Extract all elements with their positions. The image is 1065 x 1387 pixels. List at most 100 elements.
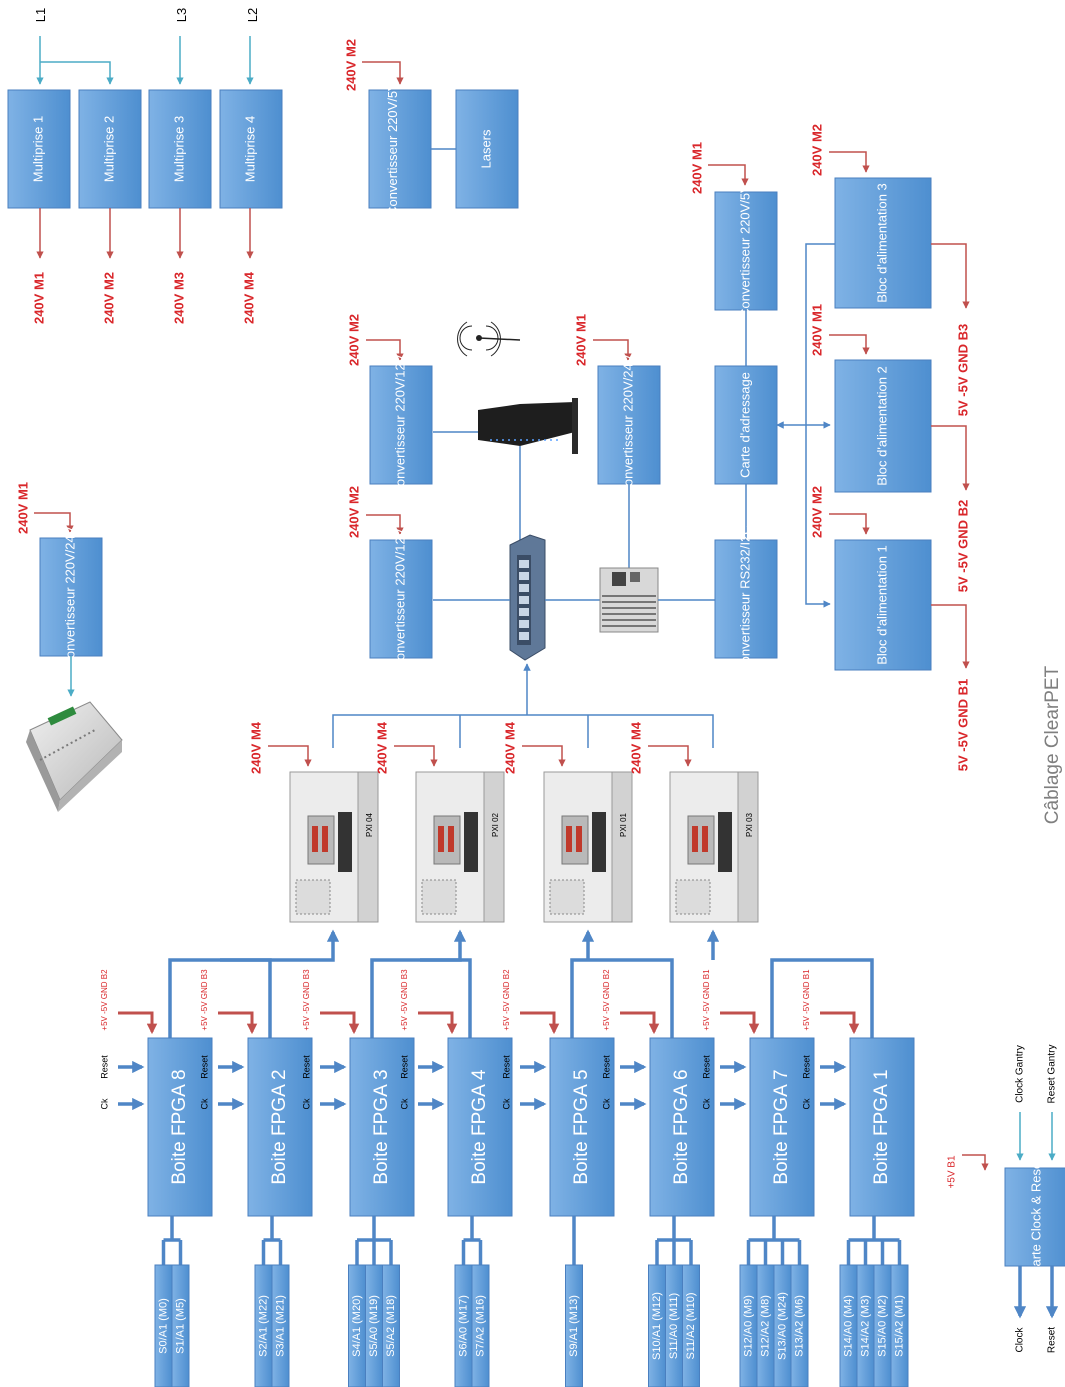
multiprise-3: Multiprise 3 [149, 90, 211, 208]
fpga-reset-label: Reset [501, 1055, 511, 1079]
sensor-label: S9/A1 (M13) [568, 1295, 580, 1357]
fpga-ck-label: Ck [601, 1098, 611, 1109]
pxi-supply-label: 240V M4 [628, 721, 643, 774]
bloc1-output: 5V -5V GND B1 [955, 679, 970, 771]
controller-device-image [600, 568, 658, 632]
multiprise-4: Multiprise 4 [220, 90, 282, 208]
multiprise-2: Multiprise 2 [79, 90, 141, 208]
diagram-title: Câblage ClearPET [1042, 665, 1063, 824]
fpga-supply-label: +5V -5V GND B3 [302, 969, 311, 1031]
sensor-label: S15/A0 (M2) [876, 1295, 888, 1357]
sensor-label: S13/A2 (M6) [793, 1295, 805, 1357]
power-supply-device-image [26, 702, 122, 812]
conv5-label: Convertisseur 220V/5V [737, 184, 752, 318]
conv12-bottom-supply: 240V M2 [346, 486, 361, 538]
fpga-label: Boite FPGA 2 [269, 1069, 290, 1184]
input-label-l2: L2 [245, 8, 260, 22]
left-conv24-label: Convertisseur 220V/24V [62, 526, 77, 667]
reset-gantry-label: Reset Gantry [1047, 1045, 1058, 1104]
fpga-label: Boite FPGA 1 [871, 1069, 892, 1184]
fpga-supply-label: +5V -5V GND B3 [200, 969, 209, 1031]
pxi-label: PXI 02 [491, 812, 500, 837]
fpga-ck-label: Ck [199, 1098, 209, 1109]
sensor-label: S10/A1 (M12) [651, 1292, 663, 1360]
fpga-label: Boite FPGA 8 [169, 1069, 190, 1184]
bloc3-label: Bloc d'alimentation 3 [874, 183, 889, 303]
fpga-supply-label: +5V -5V GND B2 [502, 969, 511, 1031]
sensor-label: S6/A0 (M17) [457, 1295, 469, 1357]
sensor-label: S5/A2 (M18) [385, 1295, 397, 1357]
multiprise-4-label: Multiprise 4 [242, 116, 257, 182]
sensor-label: S13/A0 (M24) [776, 1292, 788, 1360]
fpga-box-3: +5V -5V GND B3 ResetCk Boite FPGA 3 S4/A1 (… [301, 969, 414, 1387]
input-label-l3: L3 [174, 8, 189, 22]
fpga-reset-label: Reset [199, 1055, 209, 1079]
lasers-group: 240V M2 Convertisseur 220V/5V Lasers [343, 39, 518, 216]
lasers-converter-label: Convertisseur 220V/5V [385, 82, 400, 216]
fpga-box-7: +5V -5V GND B1 ResetCk Boite FPGA 7 S12/A0 … [701, 969, 814, 1387]
sensor-label: S2/A1 (M22) [257, 1295, 269, 1357]
multiprise-1-label: Multiprise 1 [30, 116, 45, 182]
conv12-top-label: Convertisseur 220V/12V [392, 354, 407, 495]
sensor-label: S11/A2 (M10) [685, 1292, 697, 1359]
bloc2-output: 5V -5V GND B2 [955, 500, 970, 592]
clock-card-label: Carte Clock & Reset [1028, 1158, 1043, 1276]
bloc3-supply: 240V M2 [809, 124, 824, 176]
fpga-label: Boite FPGA 4 [469, 1069, 490, 1185]
sensor-label: S1/A1 (M5) [174, 1298, 186, 1354]
fpga-reset-label: Reset [399, 1055, 409, 1079]
pxi-supply-label: 240V M4 [502, 721, 517, 774]
fpga-ck-label: Ck [801, 1098, 811, 1109]
network-group: 240V M2 Convertisseur 220V/12V 240V M2 C… [346, 142, 836, 673]
fpga-supply-label: +5V -5V GND B3 [400, 969, 409, 1031]
fpga-supply-label: +5V -5V GND B1 [702, 969, 711, 1031]
multiprise-group: L1 L3 L2 Multiprise 1 Multiprise 2 Multi… [8, 8, 282, 324]
clock-card-supply: +5V B1 [947, 1155, 958, 1189]
bloc1-label: Bloc d'alimentation 1 [874, 545, 889, 665]
fpga-reset-label: Reset [701, 1055, 711, 1079]
fpga-reset-label: Reset [601, 1055, 611, 1079]
fpga-ck-label: Ck [99, 1098, 109, 1109]
reset-out-label: Reset [1047, 1327, 1058, 1353]
sensor-label: S14/A2 (M3) [859, 1295, 871, 1357]
bloc2-label: Bloc d'alimentation 2 [874, 366, 889, 486]
fpga-reset-label: Reset [801, 1055, 811, 1079]
clock-out-label: Clock [1015, 1327, 1026, 1353]
pxi-label: PXI 01 [619, 812, 628, 837]
multiprise-out-m2: 240V M2 [101, 272, 116, 324]
conv5-supply: 240V M1 [689, 142, 704, 194]
sensor-label: S15/A2 (M1) [893, 1295, 905, 1357]
sensor-label: S14/A0 (M4) [842, 1295, 854, 1357]
fpga-ck-label: Ck [399, 1098, 409, 1109]
pxi-supply-label: 240V M4 [248, 721, 263, 774]
lasers-supply-label: 240V M2 [343, 39, 358, 91]
bloc3-output: 5V -5V GND B3 [955, 324, 970, 416]
bloc2-supply: 240V M1 [809, 304, 824, 356]
conv12-bottom-label: Convertisseur 220V/12V [392, 528, 407, 669]
multiprise-out-m1: 240V M1 [31, 272, 46, 324]
conv24-supply: 240V M1 [573, 314, 588, 366]
sensor-label: S7/A2 (M16) [474, 1295, 486, 1357]
fpga-supply-label: +5V -5V GND B2 [602, 969, 611, 1031]
wifi-router-image [458, 322, 578, 454]
sensor-label: S12/A0 (M9) [742, 1295, 754, 1357]
multiprise-out-m4: 240V M4 [241, 271, 256, 324]
clock-gantry-label: Clock Gantry [1015, 1045, 1026, 1103]
sensor-label: S12/A2 (M8) [759, 1295, 771, 1357]
fpga-label: Boite FPGA 5 [571, 1069, 592, 1184]
sensor-label: S4/A1 (M20) [351, 1295, 363, 1357]
fpga-label: Boite FPGA 7 [771, 1069, 792, 1184]
pxi-label: PXI 03 [745, 812, 754, 837]
multiprise-3-label: Multiprise 3 [171, 116, 186, 182]
carte-adressage-label: Carte d'adressage [737, 372, 752, 478]
fpga-label: Boite FPGA 3 [371, 1069, 392, 1184]
fpga-ck-label: Ck [701, 1098, 711, 1109]
